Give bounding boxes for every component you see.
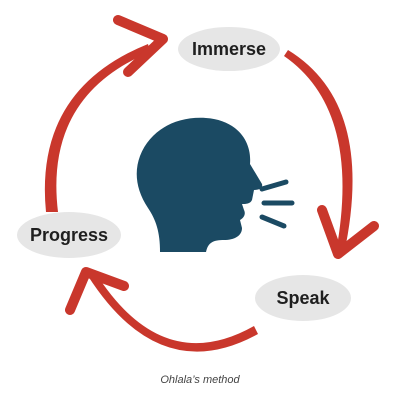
- step-speak: Speak: [255, 275, 351, 321]
- step-immerse-label: Immerse: [191, 38, 267, 59]
- step-progress: Progress: [17, 212, 121, 258]
- step-speak-label: Speak: [276, 287, 330, 308]
- arrow-immerse-to-speak: [284, 50, 379, 259]
- speaking-head-icon: [136, 117, 295, 252]
- step-progress-label: Progress: [29, 224, 109, 245]
- step-immerse: Immerse: [178, 27, 280, 71]
- diagram-caption: Ohlala’s method: [160, 374, 240, 386]
- arrow-progress-to-immerse: [44, 15, 168, 212]
- arrow-speak-to-progress: [65, 267, 258, 352]
